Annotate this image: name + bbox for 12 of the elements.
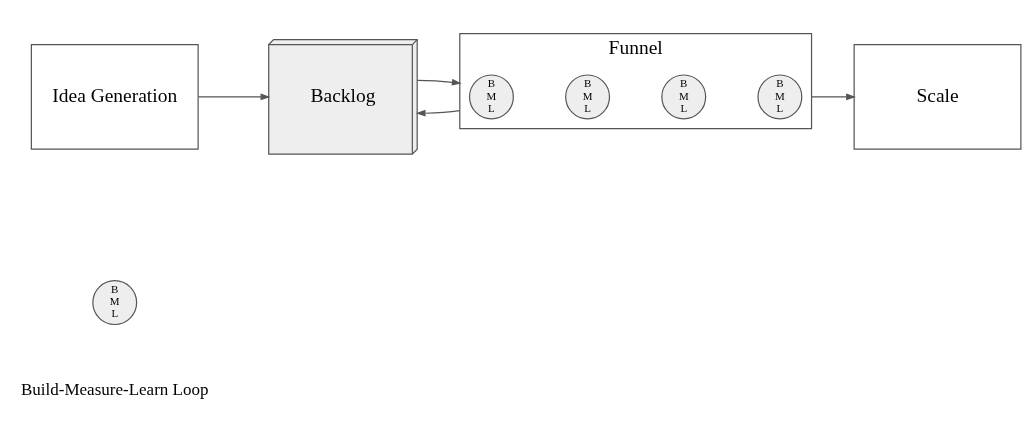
- node-circle: B M L: [468, 73, 514, 119]
- node-circle: B M L: [92, 279, 138, 325]
- node-box: Idea Generation: [30, 43, 199, 150]
- arrow: [810, 93, 856, 100]
- node-circle: B M L: [661, 73, 707, 119]
- node-box: Scale: [853, 43, 1022, 150]
- node-circle: B M L: [757, 73, 803, 119]
- node-circle: B M L: [565, 73, 611, 119]
- arrow: [197, 92, 271, 100]
- node-label: Build-Measure-Learn Loop: [20, 379, 209, 399]
- arrow: [417, 78, 462, 86]
- arrow: [415, 109, 461, 117]
